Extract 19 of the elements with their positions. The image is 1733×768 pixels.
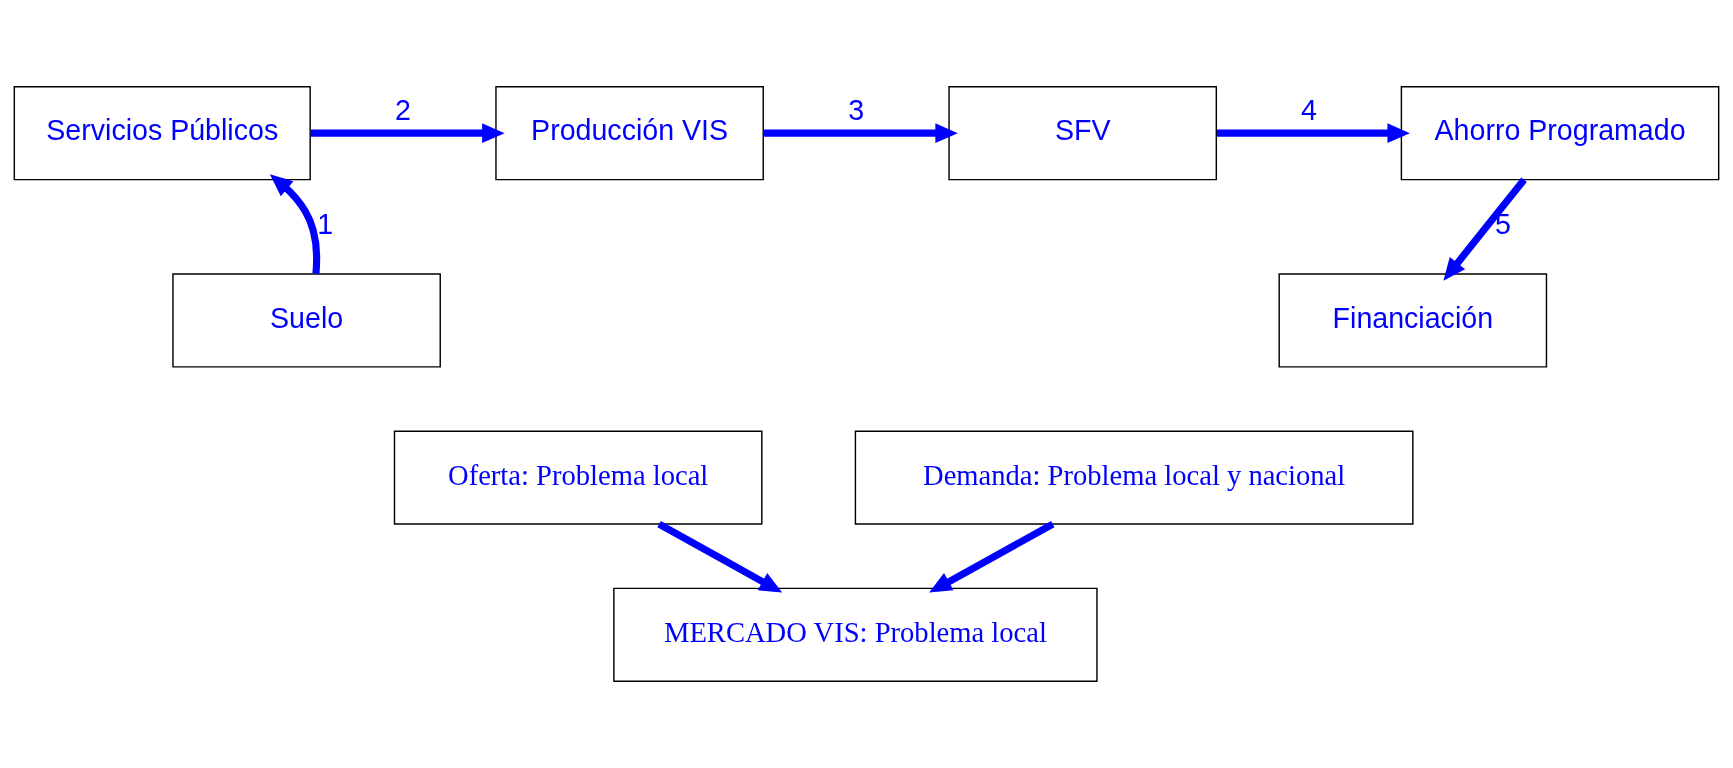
arrow bbox=[763, 123, 958, 143]
node-box: Ahorro Programado bbox=[1400, 86, 1720, 181]
node-box: Oferta: Problema local bbox=[393, 430, 763, 525]
arrow bbox=[657, 521, 783, 593]
node-box: Financiación bbox=[1278, 273, 1548, 368]
arrow bbox=[1216, 123, 1410, 143]
node-box: SFV bbox=[948, 86, 1218, 181]
edge-label: 3 bbox=[848, 94, 865, 127]
edge-label: 4 bbox=[1300, 94, 1317, 127]
edge-label: 1 bbox=[317, 207, 334, 240]
edge-label: 2 bbox=[395, 94, 412, 127]
arrow bbox=[1443, 177, 1527, 281]
arrow bbox=[310, 123, 505, 143]
arrow bbox=[929, 520, 1055, 593]
node-box: Demanda: Problema local y nacional bbox=[854, 430, 1414, 525]
node-box: Suelo bbox=[172, 273, 441, 368]
node-box: Producción VIS bbox=[495, 86, 764, 181]
node-box: Servicios Públicos bbox=[13, 86, 311, 181]
node-box: MERCADO VIS: Problema local bbox=[613, 587, 1098, 682]
